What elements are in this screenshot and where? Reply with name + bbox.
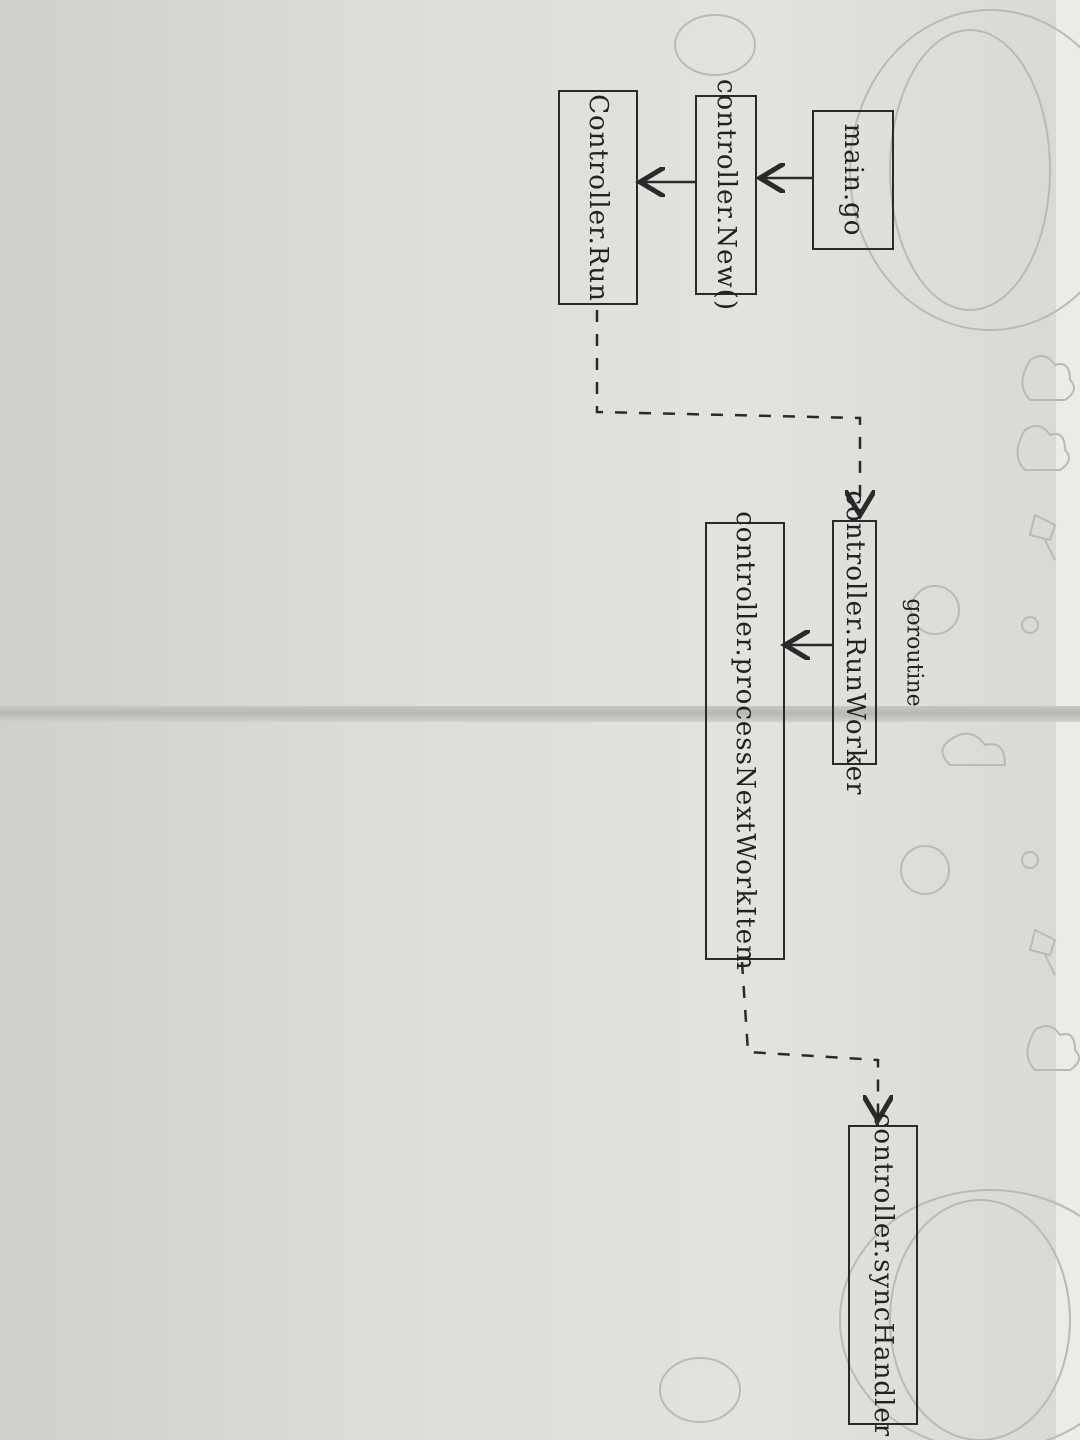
cloud-doodle-3 xyxy=(1026,1025,1080,1071)
balloon-doodle-bottom xyxy=(839,1189,1080,1440)
plane-doodle-2 xyxy=(1028,928,1057,976)
wheel-doodle-2 xyxy=(900,845,950,895)
node-main-go: main.go xyxy=(812,110,894,250)
dashed-arrow-run-to-runworker xyxy=(595,310,860,515)
node-sync-handler-label: controller.syncHandler xyxy=(868,1112,898,1438)
node-controller-run-label: Controller.Run xyxy=(583,93,613,302)
node-run-worker: controller.RunWorker xyxy=(832,490,877,795)
node-controller-new-label: controller.New() xyxy=(711,78,741,312)
node-run-worker-label: controller.RunWorker xyxy=(839,489,870,796)
plane-doodle-1 xyxy=(1028,513,1057,561)
node-controller-run: Controller.Run xyxy=(558,90,638,305)
cloud-doodle-2 xyxy=(941,732,1007,766)
cloud-doodle-1 xyxy=(1021,355,1075,401)
notebook-spine xyxy=(0,706,1080,722)
node-main-go-label: main.go xyxy=(838,123,868,237)
goroutine-annotation: goroutine xyxy=(901,598,927,707)
node-process-next-work-item-label: controller.processNextWorkItem xyxy=(730,511,760,971)
node-process-next-work-item: controller.processNextWorkItem xyxy=(705,511,785,971)
balloon-doodle-top xyxy=(849,9,1080,331)
node-sync-handler: controller.syncHandler xyxy=(848,1113,918,1437)
dashed-arrow-process-to-synchandler xyxy=(740,961,878,1120)
basket-doodle-bottom xyxy=(659,1357,741,1423)
wheel-doodle-1 xyxy=(910,585,960,635)
node-controller-new: controller.New() xyxy=(695,79,757,311)
basket-doodle-top xyxy=(674,14,756,76)
